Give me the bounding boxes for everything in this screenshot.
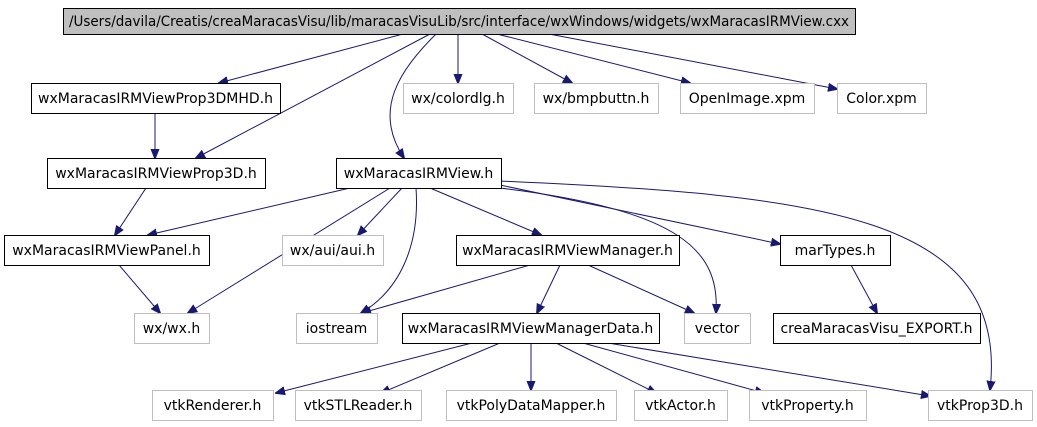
node-label: wx/colordlg.h: [411, 91, 505, 107]
node-box: [282, 235, 384, 266]
node-prop3d[interactable]: wxMaracasIRMViewProp3D.h: [47, 158, 266, 189]
node-label: /Users/davila/Creatis/creaMaracasVisu/li…: [69, 14, 849, 30]
node-label: wxMaracasIRMViewPanel.h: [12, 243, 201, 259]
node-box: [680, 83, 815, 114]
node-label: wxMaracasIRMViewProp3D.h: [55, 166, 257, 182]
node-aui: wx/aui/aui.h: [282, 235, 384, 266]
node-label: wxMaracasIRMViewManagerData.h: [408, 321, 654, 337]
nodes-layer: /Users/davila/Creatis/creaMaracasVisu/li…: [4, 8, 1033, 421]
node-label: wxMaracasIRMViewProp3DMHD.h: [38, 91, 273, 107]
node-property: vtkProperty.h: [749, 390, 867, 421]
edge-irmview-to-prop3dvtk: [499, 180, 991, 390]
edge-irmview-to-martypes: [499, 184, 780, 244]
node-box: [4, 235, 210, 266]
node-box: [780, 235, 891, 266]
edge-irmview-to-panel: [148, 187, 351, 235]
node-label: creaMaracasVisu_EXPORT.h: [780, 321, 972, 337]
edge-martypes-to-export: [850, 264, 877, 313]
edge-root-to-colorxpm: [548, 33, 837, 89]
node-label: wx/bmpbuttn.h: [543, 91, 650, 107]
node-box: [928, 390, 1033, 421]
node-box: [634, 390, 728, 421]
node-box: [773, 313, 981, 344]
edge-root-to-prop3dmhd: [219, 33, 404, 83]
edge-root-to-bmpbuttn: [481, 33, 572, 83]
node-label: wxMaracasIRMView.h: [344, 166, 494, 182]
node-panel[interactable]: wxMaracasIRMViewPanel.h: [4, 235, 210, 266]
node-iostream: iostream: [296, 313, 378, 344]
edge-manager-to-managerdata: [537, 264, 561, 313]
node-box: [63, 8, 856, 35]
node-polydata: vtkPolyDataMapper.h: [446, 390, 617, 421]
node-managerdata[interactable]: wxMaracasIRMViewManagerData.h: [402, 313, 660, 344]
node-openimage: OpenImage.xpm: [680, 83, 815, 114]
edge-managerdata-to-property: [582, 342, 764, 393]
node-box: [403, 83, 514, 114]
node-label: iostream: [306, 321, 368, 337]
node-export[interactable]: creaMaracasVisu_EXPORT.h: [773, 313, 981, 344]
node-stlreader: vtkSTLReader.h: [295, 390, 422, 421]
node-wxh: wx/wx.h: [134, 313, 210, 344]
node-bmpbuttn: wx/bmpbuttn.h: [534, 83, 659, 114]
node-label: vtkRenderer.h: [164, 398, 262, 414]
edge-irmview-to-iostream: [361, 187, 417, 313]
node-box: [534, 83, 659, 114]
node-box: [749, 390, 867, 421]
node-box: [295, 390, 422, 421]
node-label: wx/aui/aui.h: [290, 243, 375, 259]
node-box: [402, 313, 660, 344]
node-label: vtkActor.h: [645, 398, 716, 414]
node-label: vtkProp3D.h: [937, 398, 1023, 414]
edge-irmview-to-manager: [429, 187, 541, 235]
node-box: [446, 390, 617, 421]
node-label: vtkPolyDataMapper.h: [457, 398, 606, 414]
node-box: [31, 83, 281, 114]
edge-prop3d-to-panel: [115, 187, 147, 235]
node-label: wxMaracasIRMViewManager.h: [462, 243, 673, 259]
edge-manager-to-vector: [587, 264, 694, 313]
node-box: [336, 158, 502, 189]
node-root[interactable]: /Users/davila/Creatis/creaMaracasVisu/li…: [63, 8, 856, 35]
node-prop3dvtk: vtkProp3D.h: [928, 390, 1033, 421]
node-renderer: vtkRenderer.h: [152, 390, 274, 421]
node-box: [296, 313, 378, 344]
node-label: vtkSTLReader.h: [304, 398, 413, 414]
node-label: Color.xpm: [846, 91, 917, 107]
node-actor: vtkActor.h: [634, 390, 728, 421]
node-box: [456, 235, 680, 266]
node-box: [134, 313, 210, 344]
node-box: [837, 83, 927, 114]
node-label: OpenImage.xpm: [689, 91, 806, 107]
edge-root-to-prop3d: [196, 33, 431, 158]
edge-root-to-openimage: [496, 33, 690, 83]
node-manager[interactable]: wxMaracasIRMViewManager.h: [456, 235, 680, 266]
node-prop3dmhd[interactable]: wxMaracasIRMViewProp3DMHD.h: [31, 83, 281, 114]
edge-root-to-irmview: [389, 33, 437, 158]
edge-panel-to-wxh: [118, 264, 160, 313]
edge-manager-to-iostream: [362, 264, 531, 313]
node-colorxpm: Color.xpm: [837, 83, 927, 114]
edge-managerdata-to-prop3dvtk: [607, 342, 930, 396]
node-box: [684, 313, 751, 344]
node-martypes[interactable]: marTypes.h: [780, 235, 891, 266]
node-colordlg: wx/colordlg.h: [403, 83, 514, 114]
node-vector: vector: [684, 313, 751, 344]
node-label: wx/wx.h: [143, 321, 201, 337]
edge-managerdata-to-actor: [555, 342, 656, 393]
node-box: [152, 390, 274, 421]
node-label: vtkProperty.h: [761, 398, 853, 414]
node-box: [47, 158, 266, 189]
edge-managerdata-to-renderer: [276, 342, 473, 393]
node-label: vector: [695, 321, 740, 337]
edge-irmview-to-aui: [358, 187, 403, 235]
node-irmview[interactable]: wxMaracasIRMView.h: [336, 158, 502, 189]
edge-managerdata-to-stlreader: [381, 342, 501, 393]
node-label: marTypes.h: [795, 243, 876, 259]
edges-layer: [115, 33, 991, 396]
